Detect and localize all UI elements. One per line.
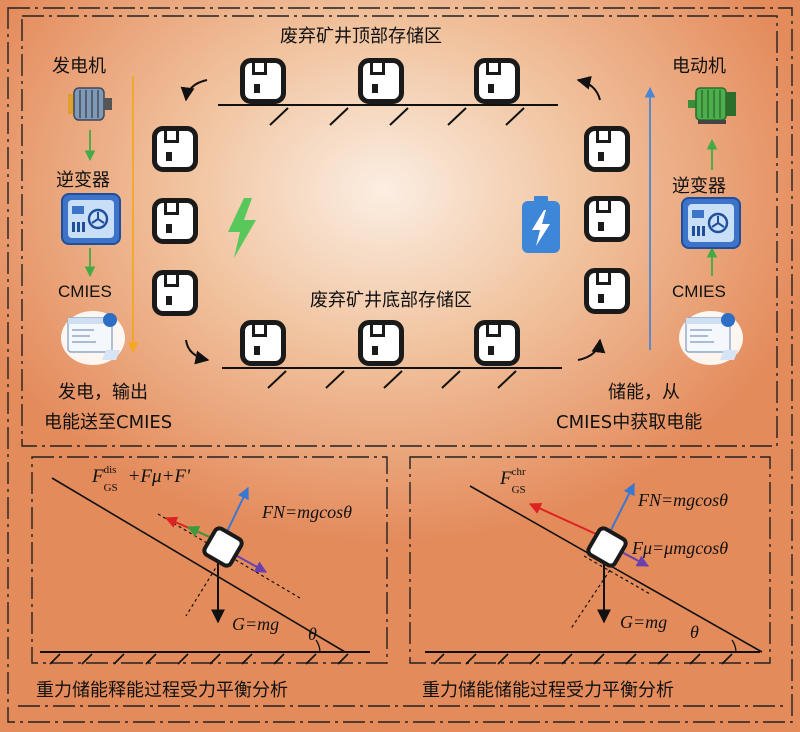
outer-frame bbox=[7, 7, 793, 723]
right-inverter-label: 逆变器 bbox=[672, 176, 726, 197]
right-incline bbox=[469, 485, 763, 653]
storage-box-icon bbox=[358, 58, 404, 104]
battery-icon bbox=[522, 196, 560, 253]
right-caption-line2: CMIES中获取电能 bbox=[556, 412, 703, 433]
right-normal-force-label: FN=mgcosθ bbox=[638, 490, 728, 510]
storage-box-icon bbox=[152, 126, 198, 172]
right-panel-title: 重力储能储能过程受力平衡分析 bbox=[422, 680, 674, 701]
left-caption-line1: 发电，输出 bbox=[58, 382, 148, 403]
left-cmies-label: CMIES bbox=[58, 282, 112, 301]
storage-box-icon bbox=[152, 270, 198, 316]
left-incline bbox=[51, 477, 346, 653]
right-friction-label: Fμ=μmgcosθ bbox=[632, 538, 729, 558]
right-bottom-frame bbox=[409, 456, 771, 664]
cmies-icon bbox=[679, 311, 743, 365]
storage-box-icon bbox=[240, 58, 286, 104]
storage-box-icon bbox=[474, 320, 520, 366]
storage-box-icon bbox=[240, 320, 286, 366]
inverter-icon bbox=[681, 197, 741, 249]
curve-arrow-bottom-left bbox=[185, 339, 210, 365]
left-caption-line2: 电能送至CMIES bbox=[44, 412, 173, 433]
right-caption-line1: 储能，从 bbox=[608, 382, 680, 403]
curve-arrow-top-right bbox=[576, 75, 601, 101]
left-bottom-frame bbox=[31, 456, 388, 664]
curve-arrow-top-left bbox=[180, 79, 208, 102]
right-gravity-label: G=mg bbox=[620, 612, 668, 632]
top-frame bbox=[21, 15, 778, 447]
left-panel-title: 重力储能释能过程受力平衡分析 bbox=[36, 680, 288, 701]
storage-box-icon bbox=[474, 58, 520, 104]
storage-box-icon bbox=[152, 198, 198, 244]
right-up-force-vector bbox=[528, 503, 597, 535]
curve-arrow-bottom-right bbox=[577, 338, 606, 361]
bottom-storage-title: 废弃矿井底部存储区 bbox=[310, 290, 472, 311]
left-gravity-label: G=mg bbox=[232, 614, 280, 634]
inverter-icon bbox=[61, 193, 121, 245]
left-normal-force-label: FN=mgcosθ bbox=[262, 502, 352, 522]
storage-box-icon bbox=[584, 196, 630, 242]
right-cmies-label: CMIES bbox=[672, 282, 726, 301]
lightning-icon bbox=[228, 198, 256, 258]
right-angle-label: θ bbox=[690, 622, 699, 642]
storage-box-icon bbox=[584, 126, 630, 172]
cmies-icon bbox=[61, 311, 125, 365]
motor-label: 电动机 bbox=[672, 56, 726, 77]
motor-icon bbox=[688, 87, 736, 124]
left-inverter-label: 逆变器 bbox=[56, 170, 110, 191]
generator-icon bbox=[68, 87, 112, 121]
left-angle-label: θ bbox=[308, 624, 317, 644]
storage-box-icon bbox=[358, 320, 404, 366]
storage-box-icon bbox=[584, 268, 630, 314]
generator-label: 发电机 bbox=[52, 56, 106, 77]
top-storage-title: 废弃矿井顶部存储区 bbox=[280, 26, 442, 47]
